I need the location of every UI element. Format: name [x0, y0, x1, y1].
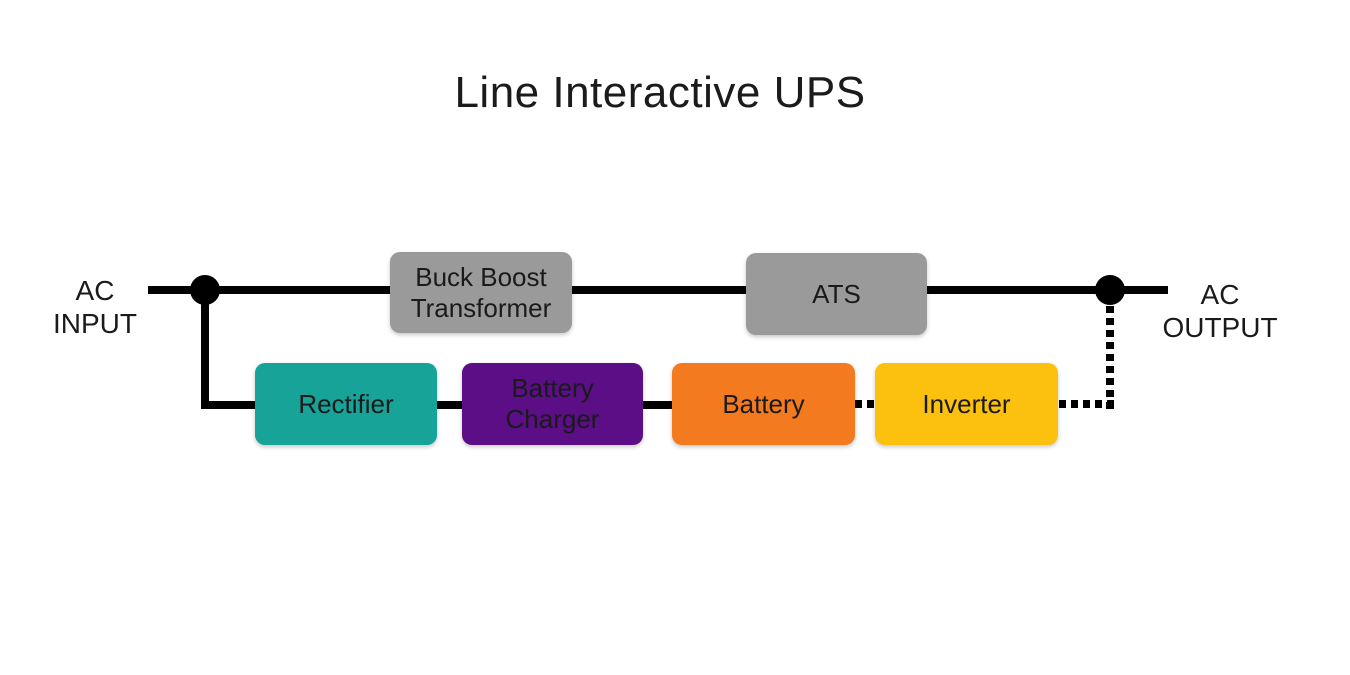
block-battery: Battery: [672, 363, 855, 445]
block-label-rectifier: Rectifier: [298, 388, 394, 419]
ac-top-line: [148, 286, 1168, 294]
output-junction-dot: [1095, 275, 1125, 305]
ac-input-label: AC INPUT: [53, 275, 137, 339]
ac-output-label: AC OUTPUT: [1162, 279, 1278, 343]
block-label-ats: ATS: [812, 278, 861, 309]
left-drop-line: [201, 290, 209, 409]
input-junction-dot: [190, 275, 220, 305]
block-label-buck-boost-transformer: Buck Boost Transformer: [410, 261, 552, 323]
block-inverter: Inverter: [875, 363, 1058, 445]
block-buck-boost-transformer: Buck Boost Transformer: [390, 252, 572, 333]
block-label-battery-charger: Battery Charger: [505, 373, 600, 434]
block-battery-charger: Battery Charger: [462, 363, 643, 445]
block-label-inverter: Inverter: [922, 388, 1011, 419]
block-rectifier: Rectifier: [255, 363, 437, 445]
diagram-title: Line Interactive UPS: [454, 68, 866, 117]
block-label-battery: Battery: [722, 388, 805, 419]
dotted-riser-line: [1106, 296, 1114, 409]
block-ats: ATS: [746, 253, 927, 335]
